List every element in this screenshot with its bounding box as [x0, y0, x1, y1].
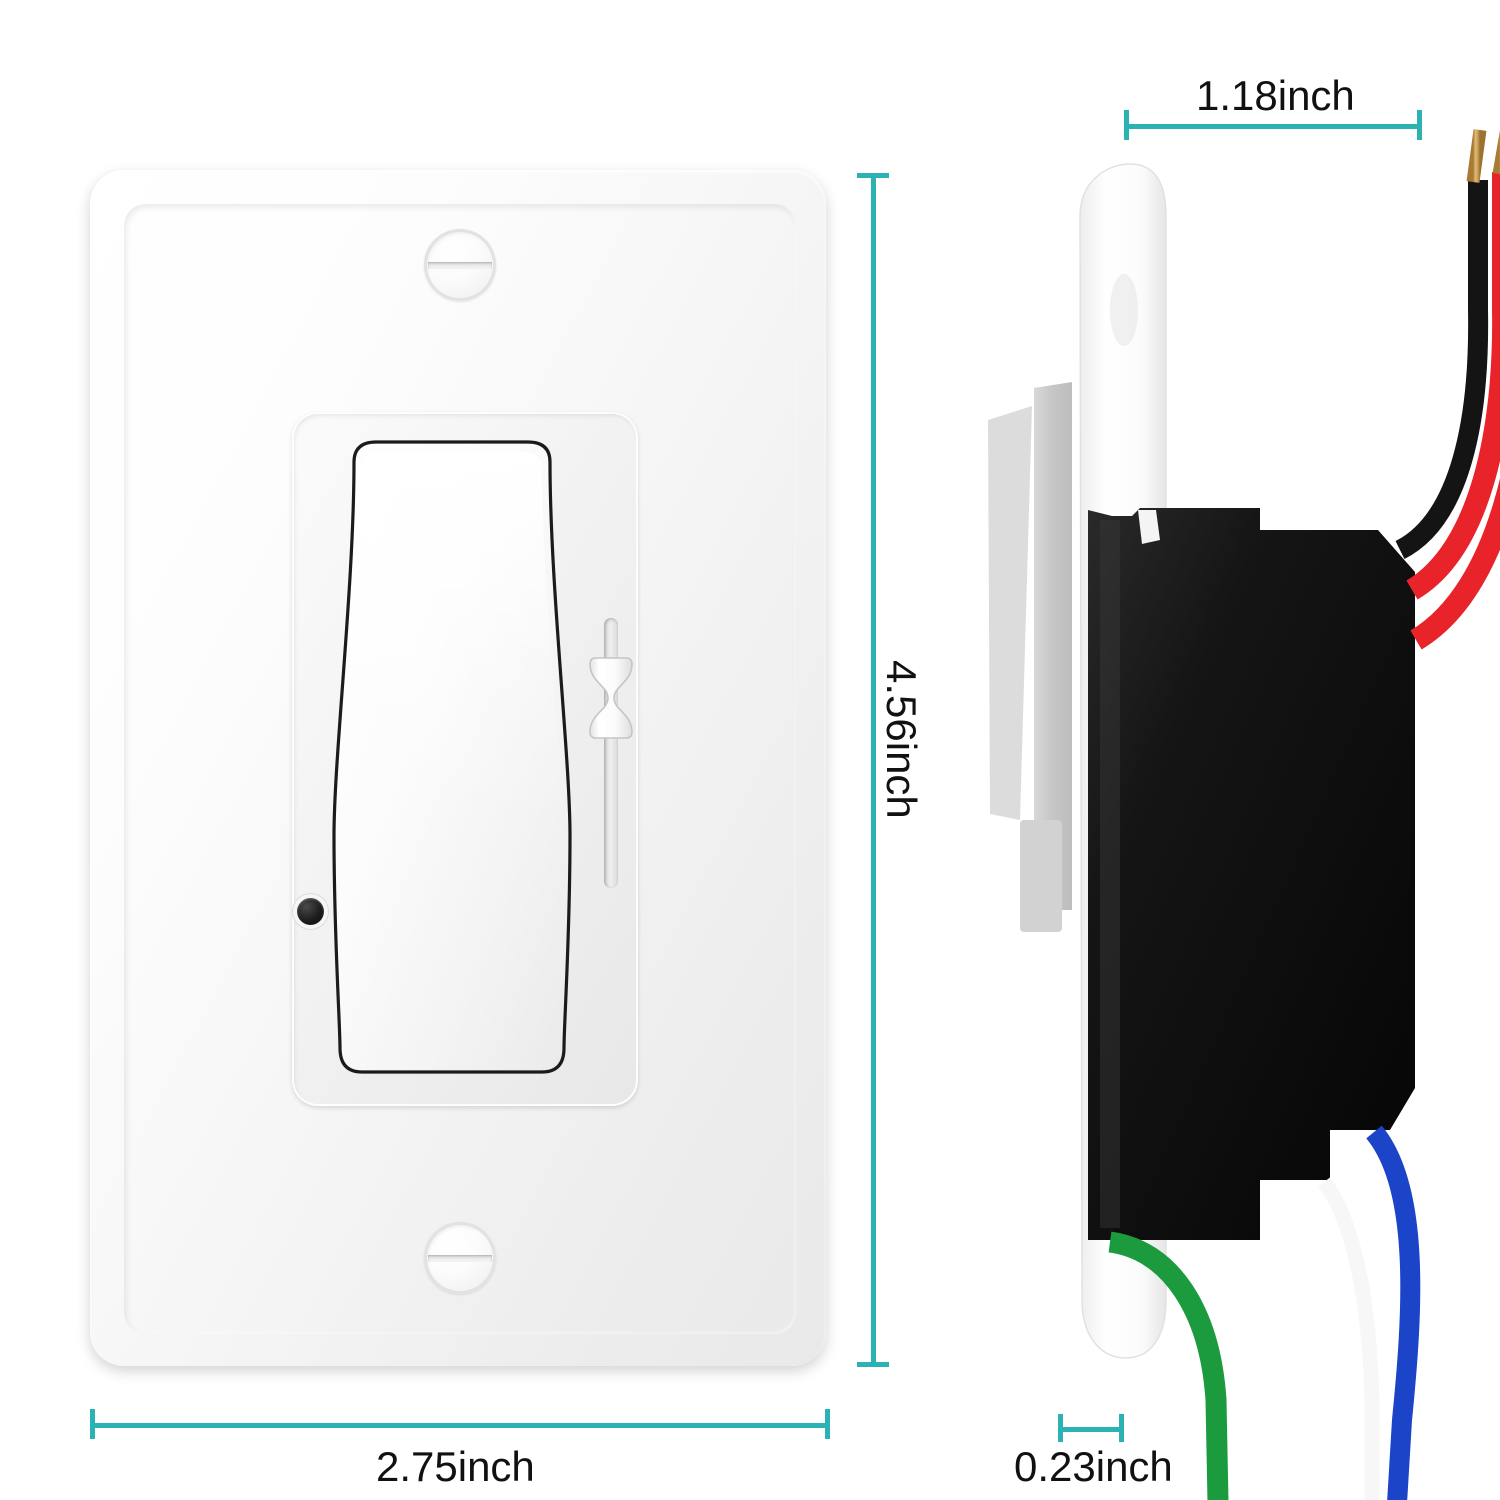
screw-slot-icon — [428, 1255, 492, 1262]
dimension-label-thickness: 0.23inch — [1014, 1443, 1173, 1490]
dimension-line-height — [871, 173, 876, 1367]
dimension-tick-depth-right — [1417, 110, 1422, 140]
dimension-label-height: 4.56inch — [878, 660, 925, 819]
dimension-tick-depth-left — [1124, 110, 1129, 140]
switch-frame — [292, 412, 638, 1106]
strap-tab — [1020, 820, 1062, 932]
side-profile-view — [960, 120, 1500, 1500]
dimension-line-width — [90, 1423, 830, 1428]
wire-black-line — [1395, 180, 1489, 559]
dimension-tick-width-right — [825, 1409, 830, 1439]
led-locator-indicator — [297, 898, 324, 925]
dimension-line-thickness — [1058, 1427, 1124, 1432]
dimmer-slider-knob[interactable] — [584, 656, 638, 740]
body-clip — [1138, 510, 1160, 544]
screw-slot-icon — [428, 262, 492, 269]
body-highlight — [1100, 520, 1120, 1228]
dimension-tick-height-bottom — [857, 1362, 889, 1367]
wire-blue-neutral — [1366, 1125, 1421, 1500]
metal-mounting-strap — [1034, 382, 1072, 910]
paddle-side-edge — [988, 406, 1032, 820]
copper-tip-black — [1466, 129, 1487, 183]
mounting-screw-top[interactable] — [424, 229, 496, 301]
screw-recess-top — [1110, 274, 1138, 346]
mounting-screw-bottom[interactable] — [424, 1222, 496, 1294]
dimension-label-depth: 1.18inch — [1196, 72, 1355, 119]
wire-red-load — [1410, 477, 1500, 650]
wire-red-traveler — [1406, 172, 1500, 600]
dimension-tick-thickness-right — [1119, 1414, 1124, 1442]
dimension-label-width: 2.75inch — [376, 1443, 535, 1490]
switch-body-housing — [1088, 508, 1415, 1240]
wire-green-ground — [1108, 1231, 1229, 1500]
rocker-paddle[interactable] — [318, 436, 586, 1082]
dimension-line-depth — [1124, 124, 1422, 129]
dimension-tick-width-left — [90, 1409, 95, 1439]
wire-white-neutral — [1317, 1177, 1380, 1500]
dimension-tick-height-top — [857, 173, 889, 178]
dimension-tick-thickness-left — [1058, 1414, 1063, 1442]
